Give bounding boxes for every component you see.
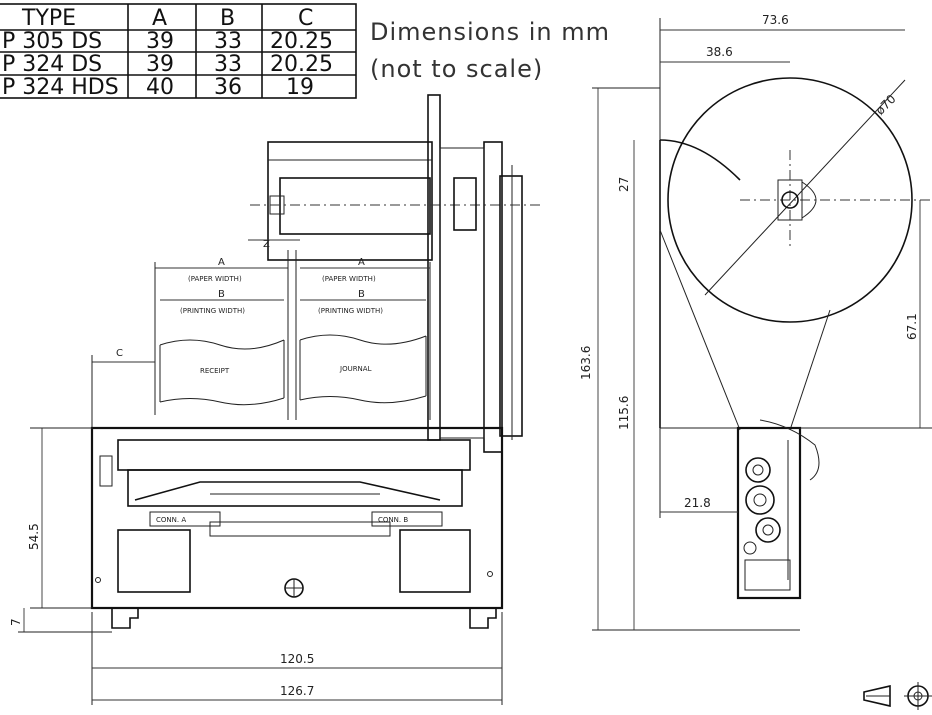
- label-c: C: [116, 348, 123, 359]
- dim-27: 27: [617, 177, 631, 192]
- dim-bottom: 21.8: [684, 496, 711, 510]
- table-cell: 39: [146, 52, 174, 77]
- table-cell: 33: [214, 52, 242, 77]
- dim-lower-height: 115.6: [617, 396, 631, 430]
- dim-top-inner: 38.6: [706, 45, 733, 59]
- printing-width-right: (PRINTING WIDTH): [318, 307, 383, 315]
- journal-label: JOURNAL: [339, 365, 372, 373]
- table-cell: 19: [286, 75, 314, 100]
- receipt-label: RECEIPT: [200, 367, 230, 375]
- table-cell: 40: [146, 75, 174, 100]
- dim-height: 54.5: [27, 523, 41, 550]
- table-cell: 20.25: [270, 29, 333, 54]
- table-cell: 20.25: [270, 52, 333, 77]
- dim-total-height: 163.6: [579, 346, 593, 380]
- label-z: Z: [263, 239, 270, 250]
- side-view: 73.6 38.6 ø70 163.6: [579, 13, 932, 631]
- label-a-right: A: [358, 257, 365, 268]
- dim-outer-width: 126.7: [280, 684, 314, 698]
- table-header-type: TYPE: [21, 6, 76, 31]
- dimensions-note: Dimensions in mm: [370, 18, 610, 46]
- conn-b-label: CONN. B: [378, 516, 408, 524]
- label-b-left: B: [218, 289, 225, 300]
- dim-inner-width: 120.5: [280, 652, 314, 666]
- table-header-b: B: [220, 6, 235, 31]
- label-b-right: B: [358, 289, 365, 300]
- label-a-left: A: [218, 257, 225, 268]
- table-cell: 33: [214, 29, 242, 54]
- projection-symbol-icon: [863, 682, 932, 710]
- dim-right: 67.1: [905, 313, 919, 340]
- table-header-c: C: [298, 6, 313, 31]
- paper-width-left: (PAPER WIDTH): [188, 275, 242, 283]
- printing-width-left: (PRINTING WIDTH): [180, 307, 245, 315]
- table-header-a: A: [152, 6, 167, 31]
- dim-top-outer: 73.6: [762, 13, 789, 27]
- front-view: Z A A (PAPER WIDTH) (PAPER WIDTH) B B (P…: [9, 94, 540, 705]
- conn-a-label: CONN. A: [156, 516, 186, 524]
- table-cell: P 324 DS: [2, 52, 102, 77]
- table-cell: P 305 DS: [2, 29, 102, 54]
- table-cell: P 324 HDS: [2, 75, 119, 100]
- spec-table: TYPE A B C P 305 DS 39 33 20.25 P 324 DS…: [0, 3, 357, 100]
- table-cell: 39: [146, 29, 174, 54]
- scale-note: (not to scale): [370, 55, 543, 83]
- paper-width-right: (PAPER WIDTH): [322, 275, 376, 283]
- table-cell: 36: [214, 75, 242, 100]
- dim-foot: 7: [9, 618, 23, 626]
